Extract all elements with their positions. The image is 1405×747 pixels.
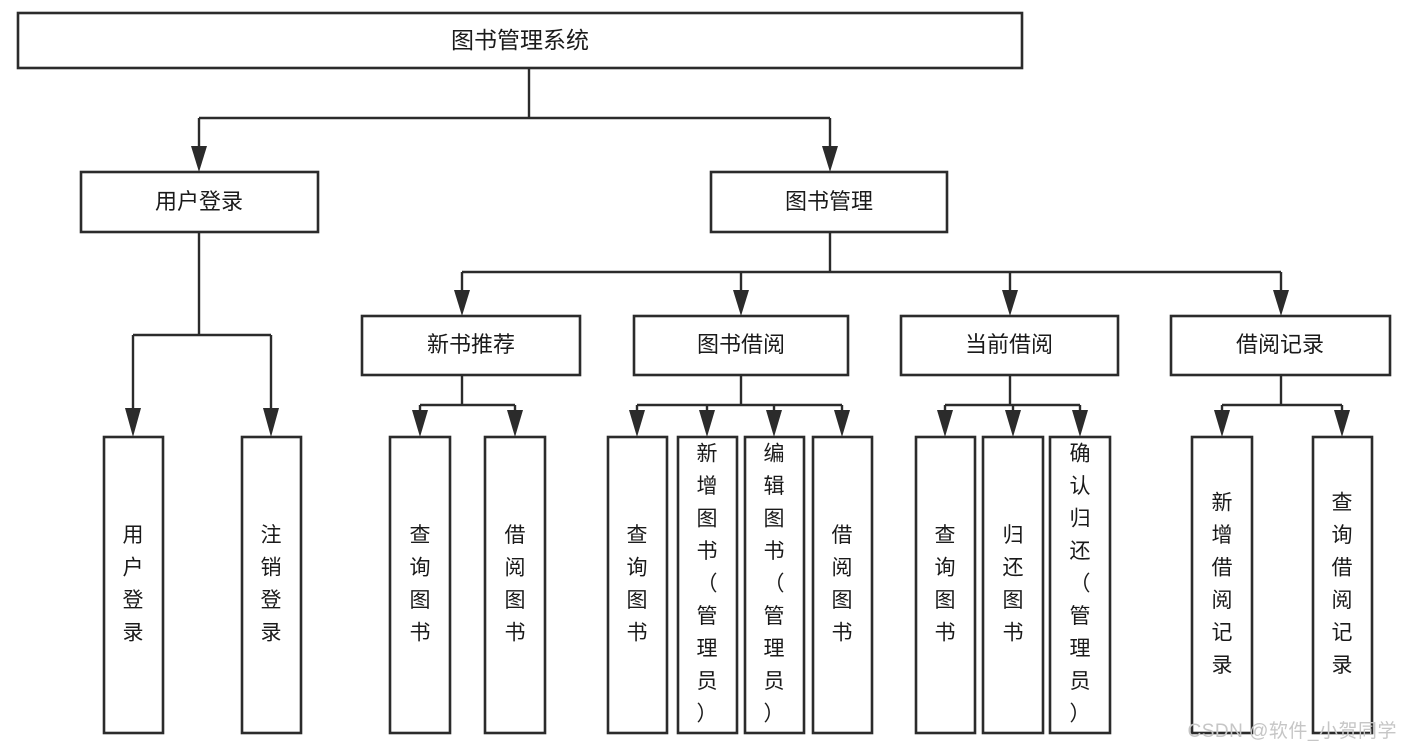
node-borrow-record-box[interactable] [1169,314,1392,377]
node-leaf-borrow-book-2[interactable]: 借阅图书 [811,435,874,735]
arrow-to-leaf-confirm-return [1072,410,1088,437]
arrow-to-leaf-borrow-book-1 [507,410,523,437]
node-new-book-recommend-box[interactable] [360,314,582,377]
node-book-borrow-label: 图书借阅 [697,332,785,357]
node-borrow-record-label: 借阅记录 [1236,332,1324,357]
node-leaf-borrow-book-2-box[interactable] [811,435,874,735]
node-leaf-user-login[interactable]: 用户登录 [102,435,165,735]
node-leaf-add-book[interactable]: 新增图书（管理员） [676,435,739,735]
node-leaf-query-book-3-box[interactable] [914,435,977,735]
node-leaf-query-borrow-record-box[interactable] [1311,435,1374,735]
node-leaf-confirm-return-label: 确认归还（管理员） [1070,443,1091,726]
arrow-to-book-borrow [733,290,749,316]
node-leaf-confirm-return-box[interactable] [1048,435,1112,735]
node-leaf-query-book-2-box[interactable] [606,435,669,735]
node-leaf-return-book-label: 归还图书 [1003,524,1024,645]
arrow-to-user-login [191,146,207,172]
node-leaf-borrow-book-1[interactable]: 借阅图书 [483,435,547,735]
node-current-borrow[interactable]: 当前借阅 [899,314,1120,377]
node-leaf-edit-book-label: 编辑图书（管理员） [764,443,785,726]
node-user-login[interactable]: 用户登录 [79,170,320,234]
node-leaf-query-borrow-record-label: 查询借阅记录 [1332,491,1353,677]
arrow-to-borrow-record [1273,290,1289,316]
node-leaf-query-borrow-record[interactable]: 查询借阅记录 [1311,435,1374,735]
arrow-to-current-borrow [1002,290,1018,316]
arrow-to-leaf-add-book [699,410,715,437]
node-current-borrow-label: 当前借阅 [965,332,1053,357]
node-book-borrow-box[interactable] [632,314,850,377]
arrow-to-leaf-query-book-3 [937,410,953,437]
arrow-to-leaf-query-book-2 [629,410,645,437]
node-leaf-edit-book-box[interactable] [743,435,806,735]
arrow-to-book-manage [822,146,838,172]
node-new-book-recommend[interactable]: 新书推荐 [360,314,582,377]
node-root[interactable]: 图书管理系统 [16,11,1024,70]
node-leaf-borrow-book-2-label: 借阅图书 [832,524,853,645]
node-leaf-query-book-2[interactable]: 查询图书 [606,435,669,735]
node-leaf-query-book-2-label: 查询图书 [627,524,648,645]
node-book-manage[interactable]: 图书管理 [709,170,949,234]
node-leaf-logout-login[interactable]: 注销登录 [240,435,303,735]
arrow-to-leaf-add-borrow-record [1214,410,1230,437]
leaf-nodes: 用户登录 注销登录 查询图书 借阅图书 查询图书 新增图书（管理员） [102,435,1374,735]
node-current-borrow-box[interactable] [899,314,1120,377]
arrow-to-leaf-query-borrow-record [1334,410,1350,437]
connectors [125,68,1350,437]
node-leaf-query-book-1-box[interactable] [388,435,452,735]
node-new-book-recommend-label: 新书推荐 [427,332,515,357]
node-leaf-add-borrow-record[interactable]: 新增借阅记录 [1190,435,1254,735]
node-leaf-confirm-return[interactable]: 确认归还（管理员） [1048,435,1112,735]
arrow-to-leaf-logout-login [263,408,279,437]
node-leaf-logout-login-box[interactable] [240,435,303,735]
arrow-to-new-book-recommend [454,290,470,316]
node-user-login-box[interactable] [79,170,320,234]
node-leaf-query-book-1[interactable]: 查询图书 [388,435,452,735]
node-root-label: 图书管理系统 [451,27,589,53]
node-leaf-query-book-3-label: 查询图书 [935,524,956,645]
arrow-to-leaf-edit-book [766,410,782,437]
arrow-to-leaf-query-book-1 [412,410,428,437]
node-leaf-add-book-box[interactable] [676,435,739,735]
node-leaf-add-borrow-record-label: 新增借阅记录 [1212,491,1233,677]
node-leaf-user-login-label: 用户登录 [123,524,144,645]
node-leaf-query-book-3[interactable]: 查询图书 [914,435,977,735]
node-leaf-borrow-book-1-label: 借阅图书 [505,524,526,645]
node-book-manage-box[interactable] [709,170,949,234]
node-leaf-edit-book[interactable]: 编辑图书（管理员） [743,435,806,735]
node-leaf-borrow-book-1-box[interactable] [483,435,547,735]
node-leaf-add-borrow-record-box[interactable] [1190,435,1254,735]
node-leaf-add-book-label: 新增图书（管理员） [697,443,718,726]
node-user-login-label: 用户登录 [155,189,243,214]
arrow-to-leaf-borrow-book-2 [834,410,850,437]
node-root-box[interactable] [16,11,1024,70]
node-borrow-record[interactable]: 借阅记录 [1169,314,1392,377]
node-leaf-logout-login-label: 注销登录 [261,524,282,645]
node-leaf-query-book-1-label: 查询图书 [410,524,431,645]
node-leaf-return-book-box[interactable] [981,435,1045,735]
arrow-to-leaf-return-book [1005,410,1021,437]
node-leaf-user-login-box[interactable] [102,435,165,735]
node-book-manage-label: 图书管理 [785,189,873,214]
node-leaf-return-book[interactable]: 归还图书 [981,435,1045,735]
node-book-borrow[interactable]: 图书借阅 [632,314,850,377]
arrow-to-leaf-user-login [125,408,141,437]
